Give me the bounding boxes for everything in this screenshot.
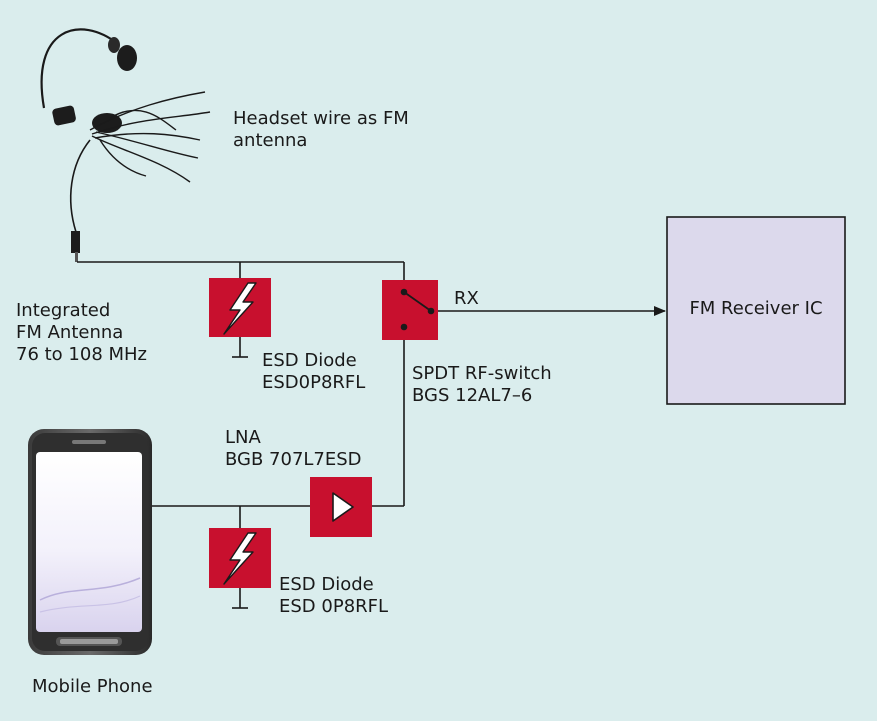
mobile-phone-label: Mobile Phone [32, 676, 153, 697]
spdt-switch-icon [400, 288, 435, 331]
spdt-switch-label: SPDT RF-switch BGS 12AL7–6 [412, 363, 552, 406]
fm-receiver-box [666, 216, 846, 405]
lna-label: LNA BGB 707L7ESD [225, 427, 362, 470]
spdt-switch-block [382, 280, 438, 340]
rx-label: RX [454, 288, 479, 309]
lightning-bolt-icon [223, 282, 257, 335]
fm-receiver-label: FM Receiver IC [689, 298, 823, 319]
wires [77, 261, 666, 609]
amplifier-triangle-icon [332, 492, 354, 522]
lna-block [310, 477, 372, 537]
integrated-antenna-label: Integrated FM Antenna 76 to 108 MHz [16, 300, 148, 365]
mobile-phone-icon [28, 429, 152, 655]
lightning-bolt-icon [223, 532, 257, 585]
esd-diode-top-label: ESD Diode ESD0P8RFL [262, 350, 366, 393]
esd-diode-bottom-label: ESD Diode ESD 0P8RFL [279, 574, 389, 617]
headset-icon [40, 28, 211, 262]
headset-antenna-label: Headset wire as FM antenna [233, 108, 409, 151]
esd-diode-bottom-block [209, 528, 271, 588]
esd-diode-top-block [209, 278, 271, 337]
